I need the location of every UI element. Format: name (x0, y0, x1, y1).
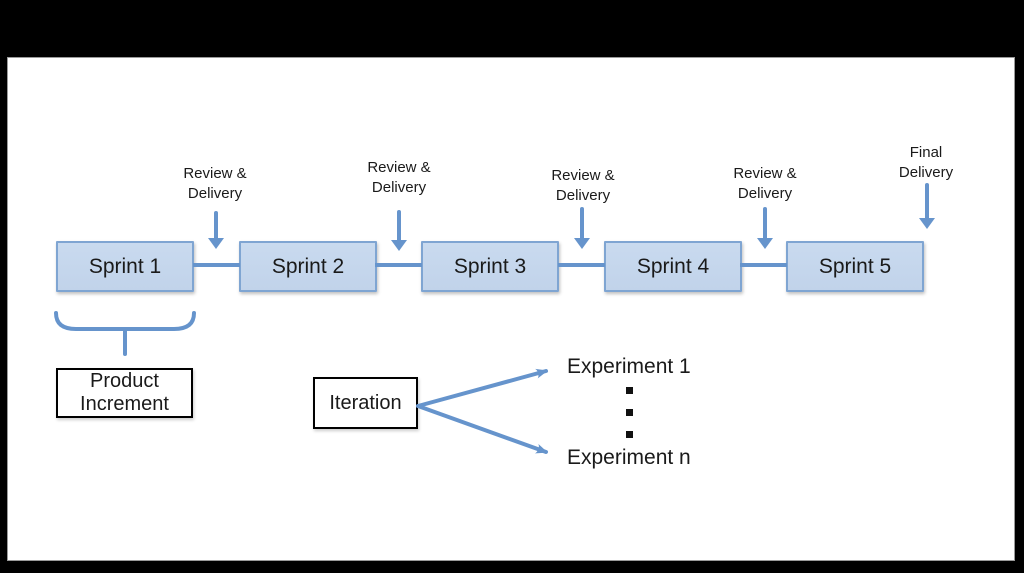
connector-line-4 (740, 263, 787, 267)
review-label-line1: Review & (733, 165, 797, 182)
connector-line-2 (375, 263, 422, 267)
down-arrow-icon-2 (391, 210, 407, 251)
slide-canvas: Sprint 1 Sprint 2 Sprint 3 Sprint 4 Spri… (7, 57, 1015, 561)
iteration-label: Iteration (329, 391, 402, 414)
sprint-4-box: Sprint 4 (604, 241, 742, 292)
iteration-box: Iteration (313, 377, 418, 429)
final-delivery-line2: Delivery (898, 164, 954, 181)
ellipsis-dot-1 (626, 387, 633, 394)
ellipsis-dot-2 (626, 409, 633, 416)
underbrace-icon (54, 311, 196, 356)
review-label-line1: Review & (551, 167, 615, 184)
product-increment-line1: Product (90, 370, 159, 392)
sprint-3-label: Sprint 3 (453, 254, 527, 278)
product-increment-line2: Increment (80, 393, 169, 415)
review-label-line1: Review & (367, 159, 431, 176)
down-arrow-icon-1 (208, 211, 224, 249)
final-delivery-line1: Final (909, 144, 943, 161)
experiment-1-label: Experiment 1 (567, 355, 691, 378)
fork-arrows-icon (416, 368, 548, 454)
connector-line-3 (558, 263, 605, 267)
product-increment-box: Product Increment (56, 368, 193, 418)
review-label-line2: Delivery (371, 179, 427, 196)
review-label-line2: Delivery (737, 185, 793, 202)
review-delivery-label-2: Review & Delivery (367, 158, 430, 198)
connector-line-1 (193, 263, 240, 267)
experiment-n-label: Experiment n (567, 446, 691, 469)
sprint-2-label: Sprint 2 (271, 254, 345, 278)
down-arrow-icon-final (919, 183, 935, 229)
sprint-5-label: Sprint 5 (818, 254, 892, 278)
review-label-line2: Delivery (187, 185, 243, 202)
down-arrow-icon-3 (574, 207, 590, 249)
sprint-3-box: Sprint 3 (421, 241, 559, 292)
review-label-line2: Delivery (555, 187, 611, 204)
final-delivery-label: Final Delivery (899, 143, 953, 183)
down-arrow-icon-4 (757, 207, 773, 249)
review-delivery-label-4: Review & Delivery (733, 164, 796, 204)
sprint-5-box: Sprint 5 (786, 241, 924, 292)
sprint-2-box: Sprint 2 (239, 241, 377, 292)
sprint-1-label: Sprint 1 (88, 254, 162, 278)
sprint-4-label: Sprint 4 (636, 254, 710, 278)
review-delivery-label-3: Review & Delivery (551, 166, 614, 206)
review-label-line1: Review & (183, 165, 247, 182)
review-delivery-label-1: Review & Delivery (183, 164, 246, 204)
sprint-1-box: Sprint 1 (56, 241, 194, 292)
ellipsis-dot-3 (626, 431, 633, 438)
